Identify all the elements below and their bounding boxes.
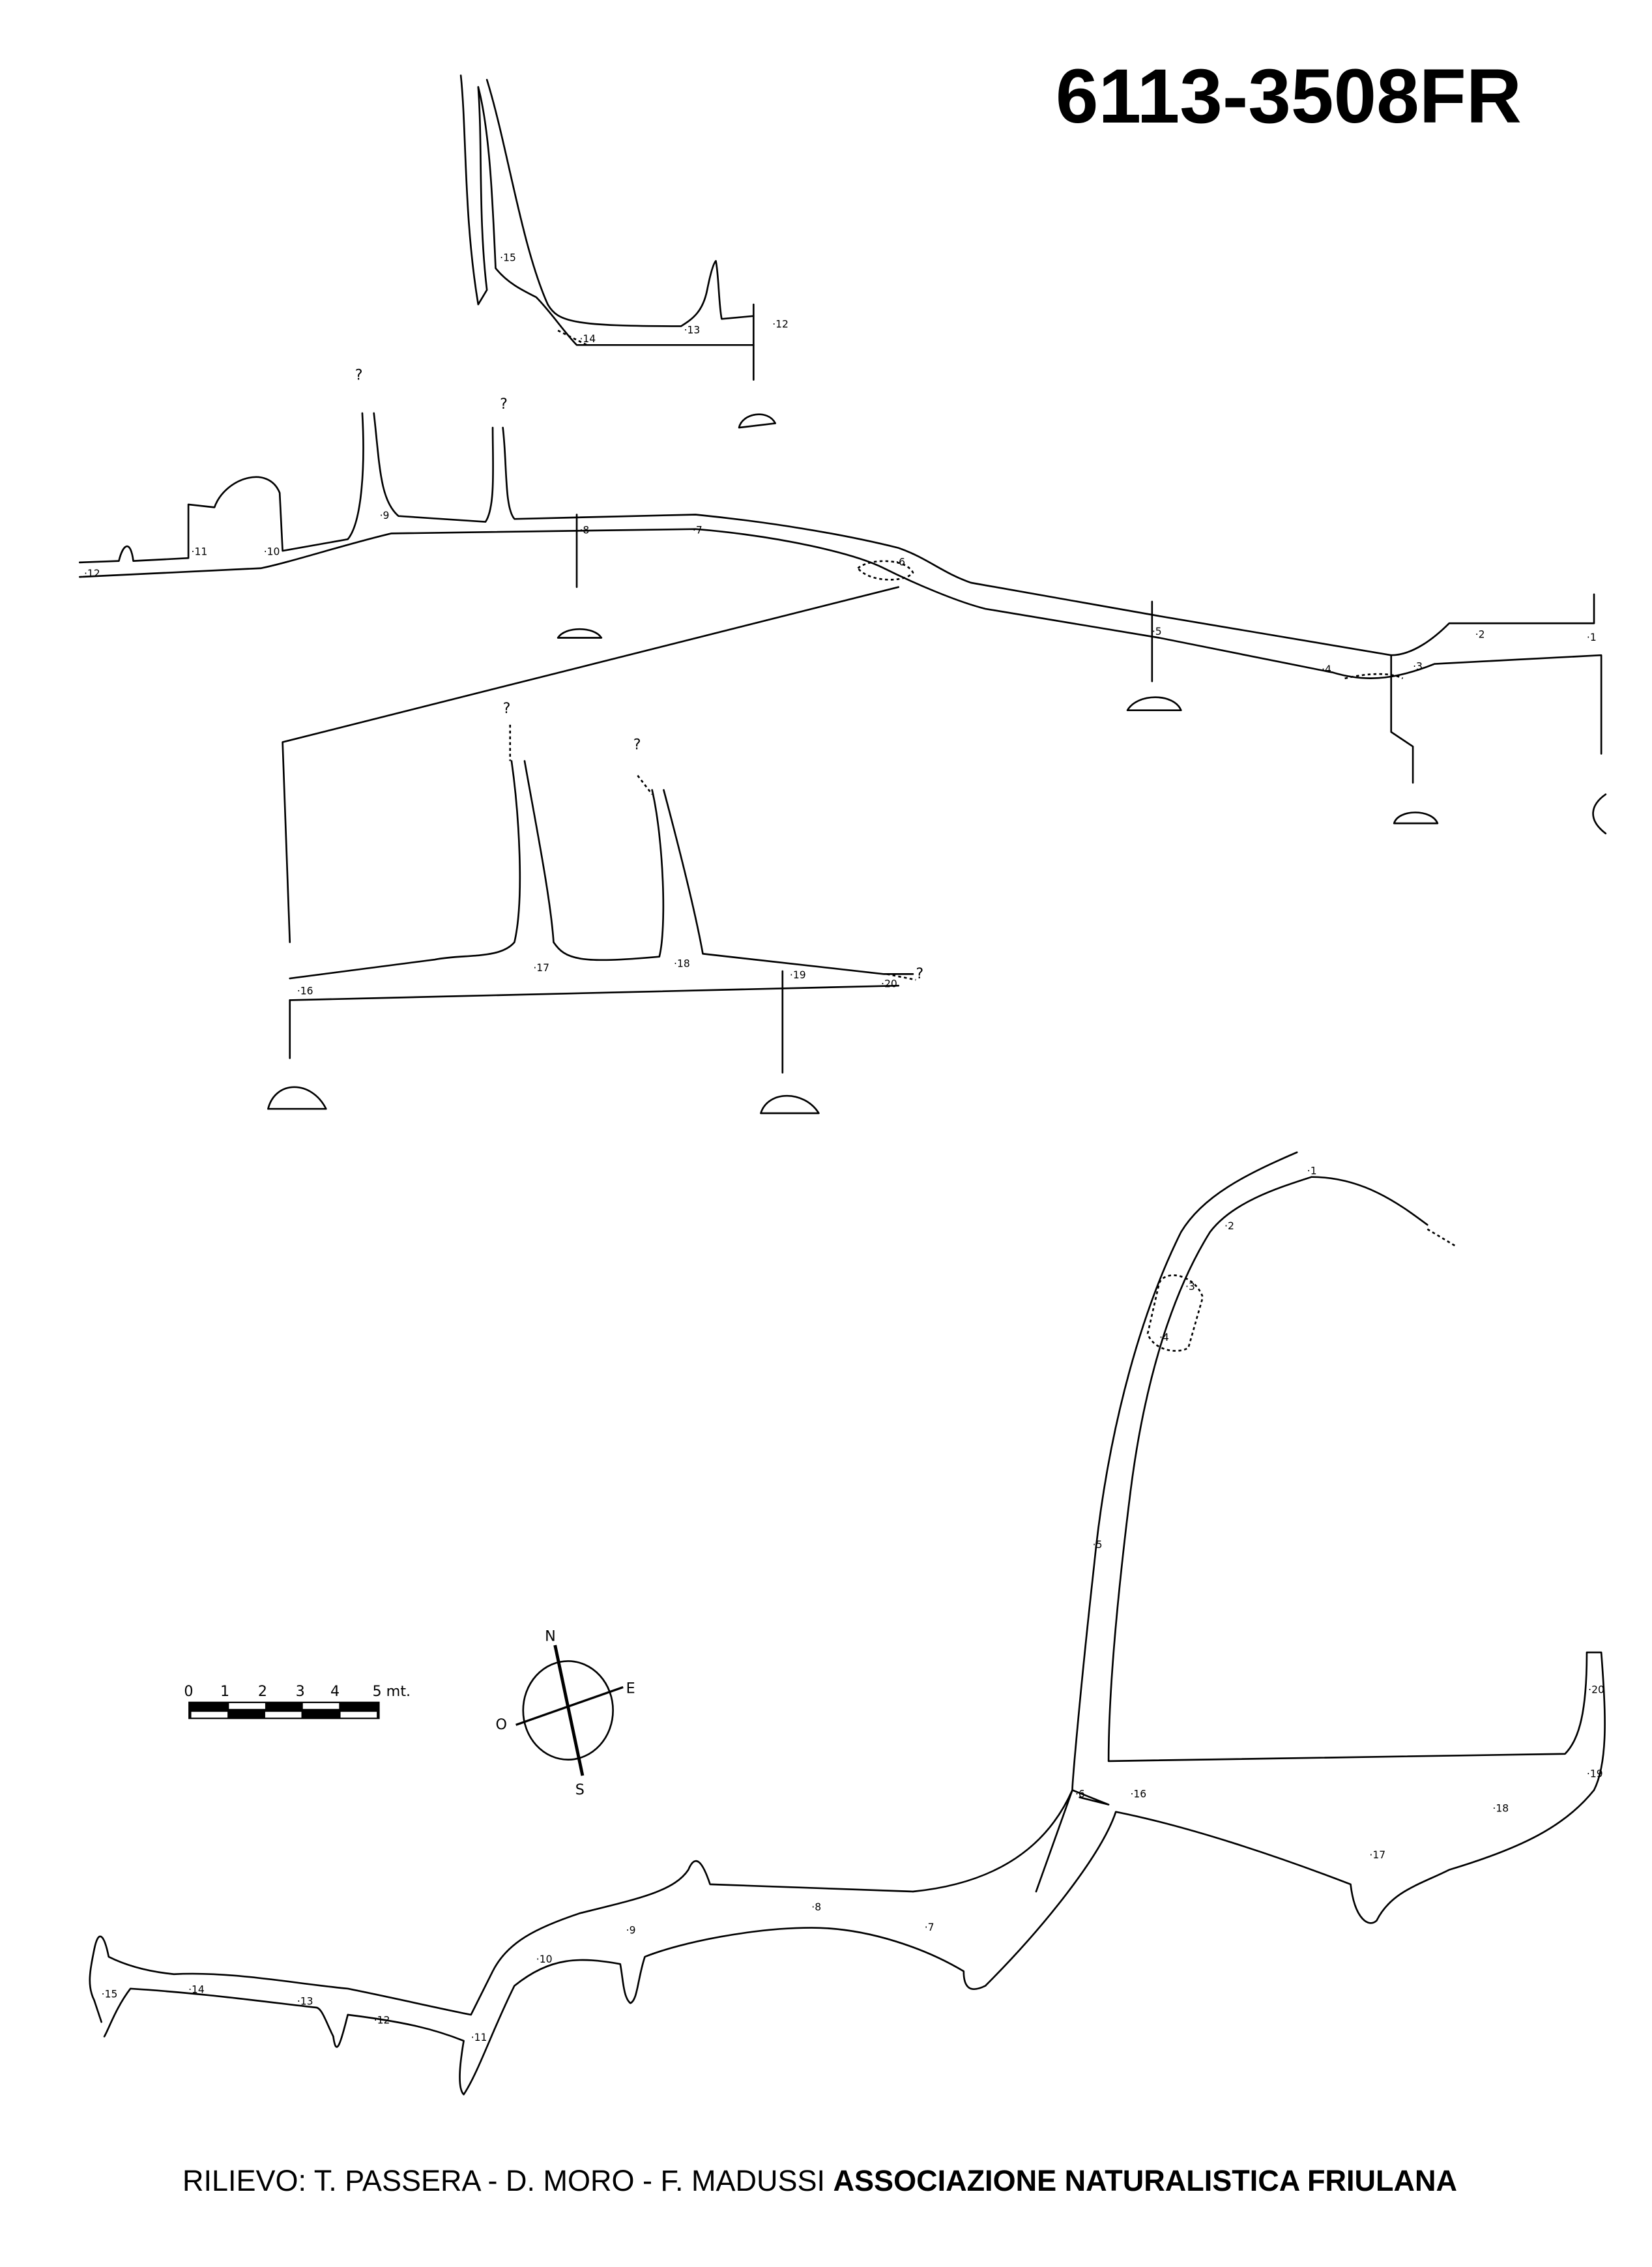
station-label: ·14 bbox=[579, 333, 596, 345]
unknown-continuation-marks: ????? bbox=[355, 367, 923, 982]
scale-tick-2: 2 bbox=[258, 1683, 267, 1700]
station-label: ·11 bbox=[192, 546, 208, 558]
station-label: ·12 bbox=[84, 568, 100, 579]
station-label: ·19 bbox=[790, 969, 806, 981]
station-label: ·10 bbox=[536, 1953, 553, 1965]
station-label: ·18 bbox=[1492, 1803, 1509, 1815]
north-arrow-compass: N E O S bbox=[496, 1628, 635, 1798]
station-label: ·16 bbox=[297, 986, 313, 997]
unknown-continuation-mark: ? bbox=[503, 700, 511, 717]
station-label: ·2 bbox=[1475, 629, 1485, 641]
station-label: ·18 bbox=[674, 958, 690, 969]
unknown-continuation-mark: ? bbox=[916, 965, 923, 982]
scale-bar: 0 1 2 3 4 5 mt. bbox=[184, 1683, 411, 1719]
station-label: ·8 bbox=[579, 524, 589, 536]
station-label: ·13 bbox=[297, 1995, 313, 2007]
station-label: ·17 bbox=[1369, 1849, 1385, 1861]
scale-tick-5: 5 mt. bbox=[372, 1683, 411, 1700]
credits: RILIEVO: T. PASSERA - D. MORO - F. MADUS… bbox=[182, 2164, 1457, 2198]
unknown-continuation-mark: ? bbox=[633, 737, 641, 753]
station-label: ·6 bbox=[1075, 1788, 1085, 1800]
survey-authors: RILIEVO: T. PASSERA - D. MORO - F. MADUS… bbox=[182, 2164, 826, 2197]
unknown-continuation-mark: ? bbox=[500, 396, 508, 413]
station-label: ·16 bbox=[1130, 1788, 1146, 1800]
station-label: ·3 bbox=[1185, 1281, 1195, 1293]
station-label: ·1 bbox=[1587, 632, 1597, 643]
station-label: ·3 bbox=[1413, 660, 1423, 672]
station-label: ·8 bbox=[811, 1901, 821, 1913]
compass-south: S bbox=[575, 1781, 585, 1798]
compass-east: E bbox=[626, 1680, 635, 1697]
plan-view bbox=[89, 1151, 1606, 2096]
station-label: ·4 bbox=[1159, 1332, 1169, 1343]
station-label: ·14 bbox=[188, 1984, 205, 1996]
organization-name: ASSOCIAZIONE NATURALISTICA FRIULANA bbox=[833, 2164, 1458, 2197]
station-label: ·9 bbox=[380, 510, 390, 521]
station-label: ·4 bbox=[1322, 664, 1331, 675]
station-label: ·17 bbox=[533, 962, 549, 974]
upper-profile-section bbox=[459, 74, 777, 429]
branch-profile-section bbox=[267, 724, 916, 1115]
scale-tick-3: 3 bbox=[296, 1683, 305, 1700]
station-label: ·12 bbox=[374, 2014, 390, 2026]
station-label: ·9 bbox=[626, 1924, 636, 1936]
main-profile-section bbox=[78, 412, 1607, 943]
scale-tick-1: 1 bbox=[220, 1683, 229, 1700]
cave-id-title: 6113-3508FR bbox=[1055, 53, 1522, 139]
station-label: ·1 bbox=[1307, 1165, 1317, 1177]
station-label: ·6 bbox=[895, 556, 905, 568]
station-label: ·12 bbox=[772, 319, 789, 330]
station-label: ·19 bbox=[1587, 1768, 1603, 1779]
unknown-continuation-mark: ? bbox=[355, 367, 363, 384]
scale-tick-4: 4 bbox=[330, 1683, 340, 1700]
station-label: ·11 bbox=[471, 2032, 487, 2043]
station-label: ·13 bbox=[684, 325, 701, 336]
station-label: ·15 bbox=[500, 252, 516, 263]
station-label: ·2 bbox=[1225, 1220, 1234, 1232]
station-label: ·20 bbox=[1588, 1684, 1604, 1695]
station-label: ·5 bbox=[1093, 1539, 1103, 1551]
compass-west: O bbox=[496, 1716, 508, 1733]
station-label: ·7 bbox=[693, 524, 703, 536]
station-label: ·7 bbox=[925, 1922, 935, 1933]
station-label: ·5 bbox=[1152, 626, 1162, 637]
survey-stations: ·12·14·15·13·12·11·10·9·8·7·6·5·4·3·2·1·… bbox=[84, 252, 1604, 2043]
scale-tick-0: 0 bbox=[184, 1683, 193, 1700]
compass-north: N bbox=[545, 1628, 556, 1645]
station-label: ·10 bbox=[264, 546, 280, 558]
station-label: ·20 bbox=[881, 978, 897, 989]
station-label: ·15 bbox=[102, 1988, 118, 2000]
